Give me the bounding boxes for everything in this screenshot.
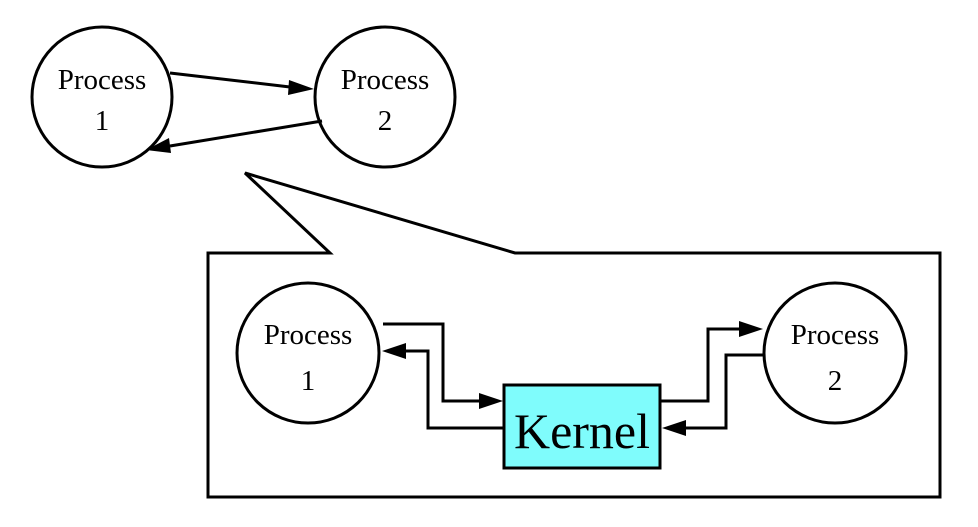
detail-process-2-number: 2 bbox=[828, 365, 843, 397]
detail-process-1-node: Process 1 bbox=[235, 281, 381, 425]
arrowhead-icon bbox=[288, 80, 314, 95]
detail-process-2-node: Process 2 bbox=[762, 281, 908, 425]
top-edge-p2-to-p1 bbox=[146, 119, 323, 153]
edge-kernel-to-p1 bbox=[382, 343, 503, 430]
top-edge-p1-to-p2 bbox=[169, 71, 314, 95]
arrowhead-icon bbox=[662, 420, 686, 436]
top-process-1-label: Process bbox=[58, 64, 147, 96]
callout-box bbox=[206, 171, 942, 499]
top-process-2-label: Process bbox=[341, 64, 430, 96]
edge-kernel-to-p2 bbox=[661, 321, 763, 403]
top-process-2-node: Process 2 bbox=[313, 25, 457, 169]
detail-process-2-label: Process bbox=[791, 319, 880, 351]
top-process-1-number: 1 bbox=[95, 105, 110, 137]
arrowhead-icon bbox=[146, 138, 171, 153]
edge-p2-to-kernel bbox=[662, 353, 763, 436]
top-process-2-number: 2 bbox=[378, 105, 393, 137]
kernel-label: Kernel bbox=[514, 403, 650, 459]
arrowhead-icon bbox=[479, 393, 503, 409]
detail-process-1-number: 1 bbox=[301, 365, 316, 397]
arrowhead-icon bbox=[739, 321, 763, 337]
edge-p1-to-kernel bbox=[383, 322, 503, 409]
top-process-1-node: Process 1 bbox=[30, 25, 174, 169]
kernel-node: Kernel bbox=[502, 383, 662, 470]
arrowhead-icon bbox=[382, 343, 406, 359]
detail-process-1-label: Process bbox=[264, 319, 353, 351]
